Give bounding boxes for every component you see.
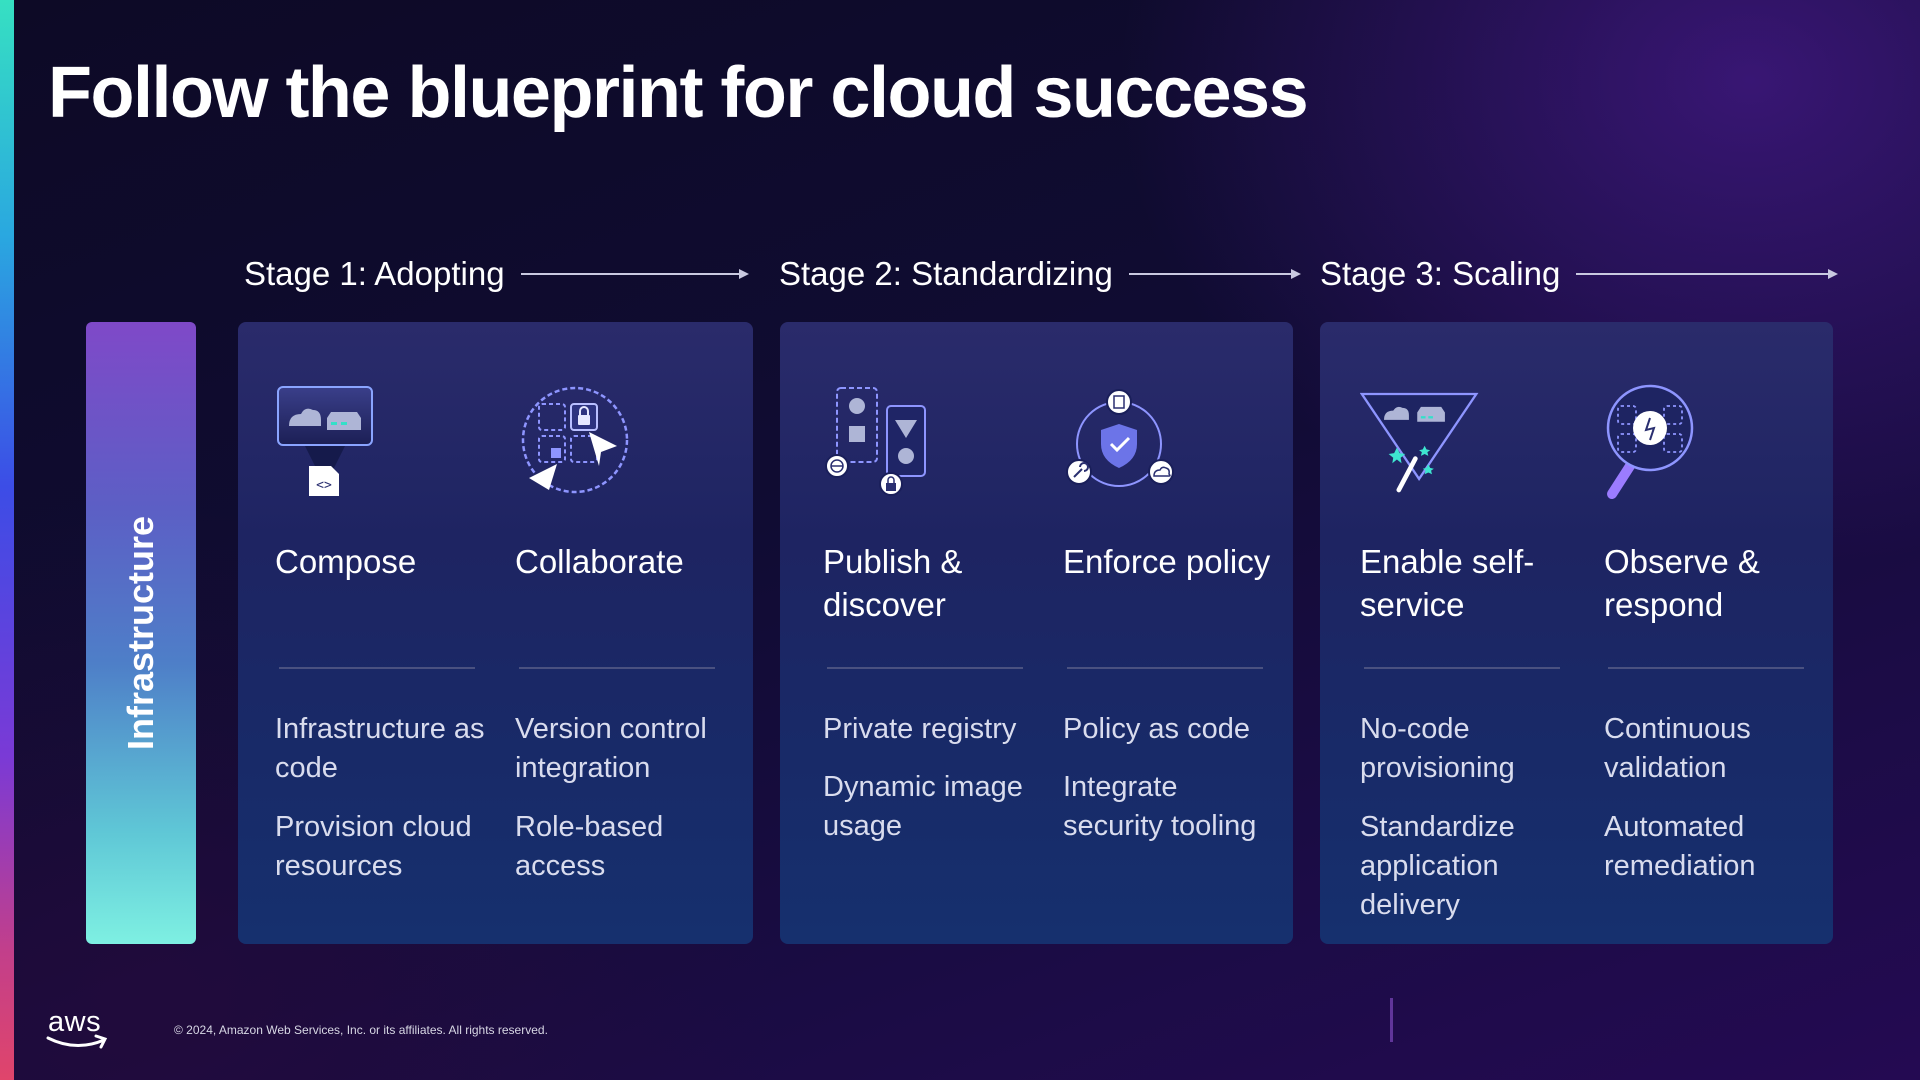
collaborate-icon <box>521 386 629 494</box>
stage-label: Stage 1: Adopting <box>244 255 505 292</box>
aws-logo-text: aws <box>48 1006 102 1038</box>
list-item: Integrate security tooling <box>1063 771 1257 842</box>
list-item: Private registry <box>823 713 1017 745</box>
column-title: Compose <box>275 543 417 580</box>
arrow-right-icon <box>1576 269 1839 279</box>
divider <box>827 667 1023 669</box>
infrastructure-label: Infrastructure <box>120 515 161 751</box>
column-observe-respond: Observe & respond Continuous validation … <box>1604 322 1819 944</box>
copyright-text: © 2024, Amazon Web Services, Inc. or its… <box>174 1023 548 1037</box>
stage-label: Stage 2: Standardizing <box>779 255 1113 292</box>
column-title: Enforce policy <box>1063 543 1271 580</box>
list-item: Automated remediation <box>1604 811 1756 882</box>
divider <box>1608 667 1804 669</box>
stage-header-3: Stage 3: Scaling <box>1320 252 1839 296</box>
column-collaborate: Collaborate Version control integration … <box>515 322 730 944</box>
column-self-service: Enable self-service No-code provisioning… <box>1360 322 1575 944</box>
list-item: Role-based access <box>515 811 664 882</box>
column-publish-discover: Publish & discover Private registry Dyna… <box>823 322 1038 944</box>
stage-card-1: <> Compose Infrastructure as code Provis… <box>238 322 753 944</box>
slide-title: Follow the blueprint for cloud success <box>48 53 1309 133</box>
aws-logo: aws <box>46 1006 110 1050</box>
accent-edge-stripe <box>0 0 14 1080</box>
column-title: Collaborate <box>515 543 684 580</box>
stage-card-2: Publish & discover Private registry Dyna… <box>780 322 1293 944</box>
list-item: Standardize application delivery <box>1360 811 1515 921</box>
stage-card-3: Enable self-service No-code provisioning… <box>1320 322 1833 944</box>
divider <box>519 667 715 669</box>
stage-header-2: Stage 2: Standardizing <box>779 252 1301 296</box>
arrow-right-icon <box>520 269 749 279</box>
svg-text:<>: <> <box>316 478 332 493</box>
list-item: No-code provisioning <box>1360 713 1515 784</box>
aws-smile-icon <box>46 1034 108 1049</box>
self-service-icon <box>1360 392 1479 493</box>
column-title: Publish & discover <box>823 543 963 623</box>
list-item: Dynamic image usage <box>823 771 1023 842</box>
column-compose: <> Compose Infrastructure as code Provis… <box>275 322 490 944</box>
divider <box>1364 667 1560 669</box>
column-enforce-policy: Enforce policy Policy as code Integrate … <box>1063 322 1278 944</box>
list-item: Continuous validation <box>1604 713 1751 784</box>
divider <box>1067 667 1263 669</box>
divider <box>279 667 475 669</box>
infrastructure-bar: Infrastructure <box>86 322 196 944</box>
observe-respond-icon <box>1606 384 1694 499</box>
column-title: Observe & respond <box>1604 543 1760 623</box>
list-item: Policy as code <box>1063 713 1250 745</box>
column-title: Enable self-service <box>1360 543 1535 623</box>
stage-header-1: Stage 1: Adopting <box>244 252 749 296</box>
arrow-right-icon <box>1128 269 1301 279</box>
cursor-mark <box>1390 998 1393 1042</box>
enforce-policy-icon <box>1066 389 1174 487</box>
compose-icon: <> <box>277 386 373 496</box>
list-item: Version control integration <box>515 713 707 784</box>
publish-discover-icon <box>825 387 926 496</box>
list-item: Infrastructure as code <box>275 713 485 784</box>
stage-label: Stage 3: Scaling <box>1320 255 1561 292</box>
list-item: Provision cloud resources <box>275 811 472 882</box>
